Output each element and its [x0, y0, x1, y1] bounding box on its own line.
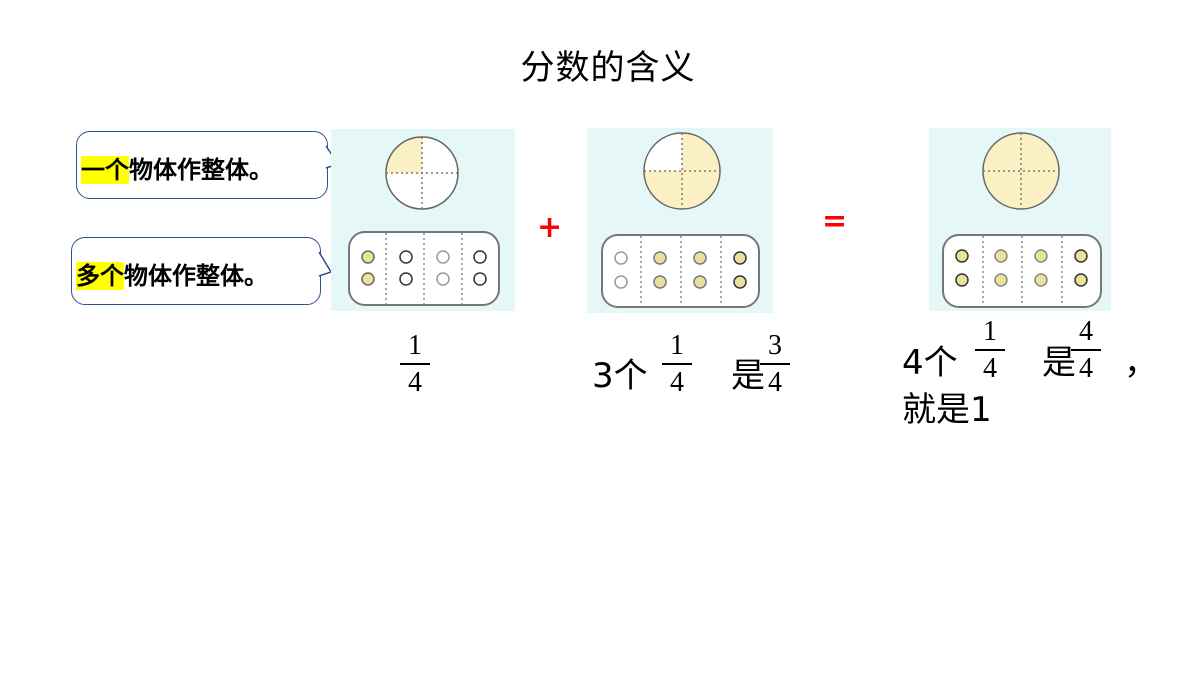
fraction-panel-one-quarter	[331, 129, 515, 311]
highlight-text: 一个	[81, 156, 129, 184]
bubble-text: 一个物体作整体。	[81, 150, 273, 185]
fraction-unit: 1 4	[975, 316, 1005, 383]
fraction-illustration-icon	[942, 132, 1102, 308]
numerator: 1	[983, 316, 997, 347]
highlight-text: 多个	[76, 262, 124, 290]
numerator: 1	[670, 330, 684, 361]
caption-verb: 是	[731, 356, 765, 396]
speech-bubble-multiple-objects: 多个物体作整体。	[71, 237, 333, 305]
page-title: 分数的含义	[520, 48, 696, 88]
denominator: 4	[760, 363, 790, 397]
fraction-illustration-icon	[601, 132, 760, 308]
caption-four-quarters-prefix: 4个	[902, 343, 958, 383]
speech-bubble-single-object: 一个物体作整体。	[76, 131, 340, 199]
numerator: 3	[768, 330, 782, 361]
bubble-rest-text: 物体作整体。	[129, 156, 273, 184]
fraction-result: 4 4	[1071, 316, 1101, 383]
denominator: 4	[400, 363, 430, 397]
equals-operator: =	[822, 204, 848, 239]
bubble-rest-text: 物体作整体。	[124, 262, 268, 290]
fraction-panel-four-quarters	[929, 128, 1111, 311]
caption-three-quarters-prefix: 3个	[592, 356, 648, 396]
denominator: 4	[1071, 349, 1101, 383]
fraction-panel-three-quarters	[587, 128, 773, 313]
caption-comma: ，	[1124, 343, 1158, 383]
caption-verb: 是	[1042, 343, 1076, 383]
numerator: 4	[1079, 316, 1093, 347]
fraction-unit: 1 4	[662, 330, 692, 397]
bubble-text: 多个物体作整体。	[76, 256, 268, 291]
fraction-one-quarter: 1 4	[400, 330, 430, 397]
numerator: 1	[408, 330, 422, 361]
fraction-result: 3 4	[760, 330, 790, 397]
denominator: 4	[662, 363, 692, 397]
plus-operator: +	[537, 210, 563, 245]
caption-conclusion: 就是1	[902, 390, 992, 430]
fraction-illustration-icon	[348, 136, 500, 306]
denominator: 4	[975, 349, 1005, 383]
